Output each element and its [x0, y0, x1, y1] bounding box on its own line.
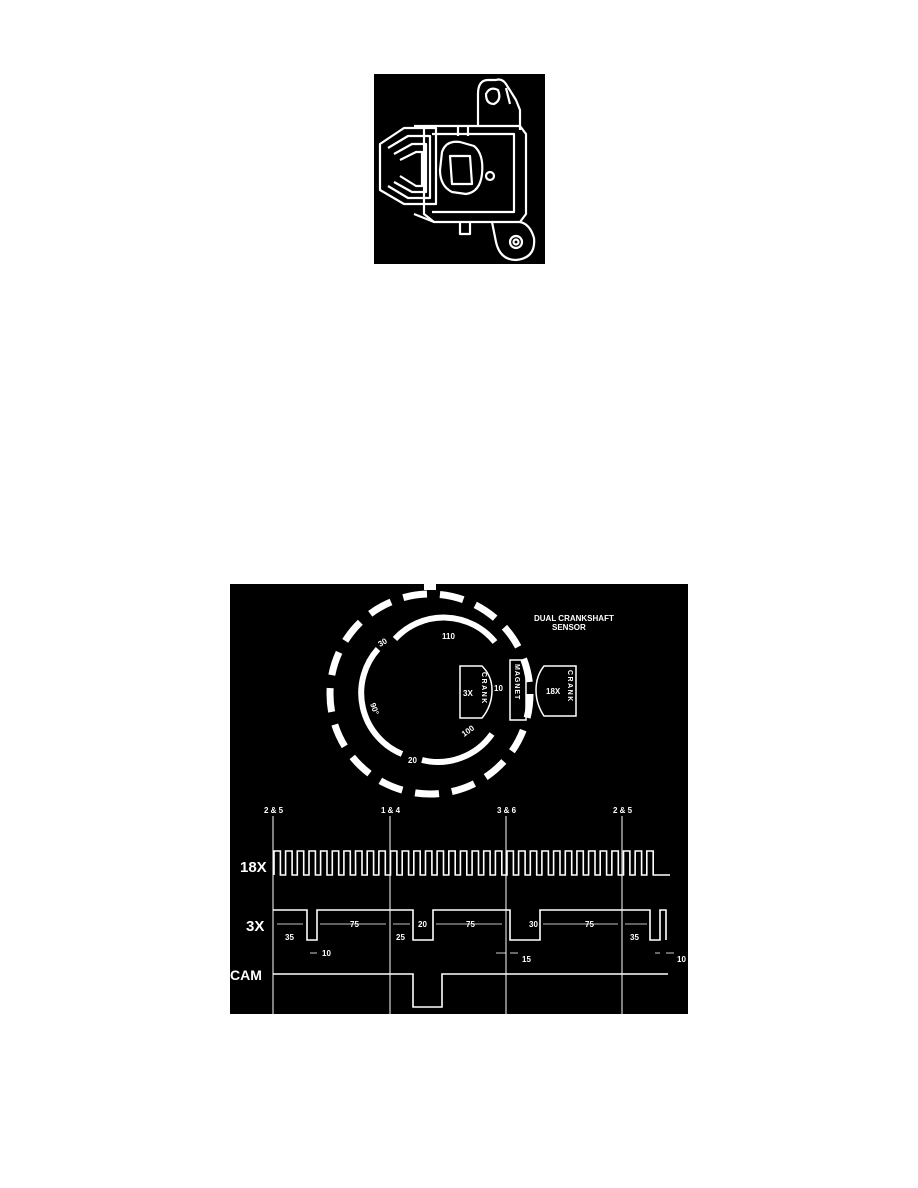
sensor-title-line1: DUAL CRANKSHAFT	[534, 614, 614, 623]
inner-ring-segment-left	[358, 647, 404, 757]
dim-label-30: 30	[529, 920, 538, 929]
cylinder-marker-lines	[272, 816, 623, 1014]
dim-label-75b: 75	[466, 920, 475, 929]
signal-label-18x: 18X	[240, 859, 267, 876]
label-crank-left: CRANK	[480, 672, 487, 705]
crankshaft-sensor-timing-diagram: 30 110 10 100 20 90° DUAL CRANKSHAFT SEN…	[230, 584, 688, 1014]
signal-label-3x: 3X	[246, 918, 264, 935]
crank-3x-sensor-element	[459, 665, 493, 719]
ring-top-marker	[424, 584, 436, 590]
inner-ring-segment-top	[392, 614, 498, 644]
dimension-arrows	[277, 923, 674, 954]
dim-label-35b: 35	[630, 933, 639, 942]
inner-label-90: 90°	[368, 702, 381, 716]
cylinder-marker-label-4: 2 & 5	[613, 806, 633, 815]
inner-label-110: 110	[442, 632, 455, 641]
cylinder-marker-label-2: 1 & 4	[381, 806, 401, 815]
dim-label-20: 20	[418, 920, 427, 929]
label-3x: 3X	[463, 689, 473, 698]
sensor-title-line2: SENSOR	[552, 623, 586, 632]
inner-label-30: 30	[377, 636, 390, 649]
dim-label-35a: 35	[285, 933, 294, 942]
sensor-assembly-drawing	[378, 78, 536, 262]
crank-18x-sensor-element	[535, 665, 577, 717]
label-18x: 18X	[546, 687, 561, 696]
outer-18x-interrupter-ring	[326, 590, 534, 798]
waveform-cam	[273, 973, 668, 1008]
cylinder-marker-label-1: 2 & 5	[264, 806, 284, 815]
dim-label-10a: 10	[322, 949, 331, 958]
inner-label-20: 20	[408, 756, 417, 765]
dim-label-10b: 10	[677, 955, 686, 964]
dim-label-75c: 75	[585, 920, 594, 929]
label-magnet: MAGNET	[513, 664, 520, 700]
dim-label-15: 15	[522, 955, 531, 964]
label-crank-right: CRANK	[566, 670, 573, 703]
waveform-3x	[273, 909, 667, 941]
dim-label-75a: 75	[350, 920, 359, 929]
inner-ring-segment-bottom	[421, 732, 495, 765]
inner-label-100: 100	[460, 723, 477, 738]
sensor-assembly-illustration	[374, 74, 545, 264]
inner-label-10: 10	[494, 684, 503, 693]
dim-label-25: 25	[396, 933, 405, 942]
signal-label-cam: CAM	[230, 967, 262, 983]
magnet-element	[509, 659, 527, 721]
waveform-18x	[273, 850, 670, 876]
timing-diagram-drawing: 30 110 10 100 20 90° DUAL CRANKSHAFT SEN…	[230, 584, 686, 1014]
cylinder-marker-label-3: 3 & 6	[497, 806, 517, 815]
